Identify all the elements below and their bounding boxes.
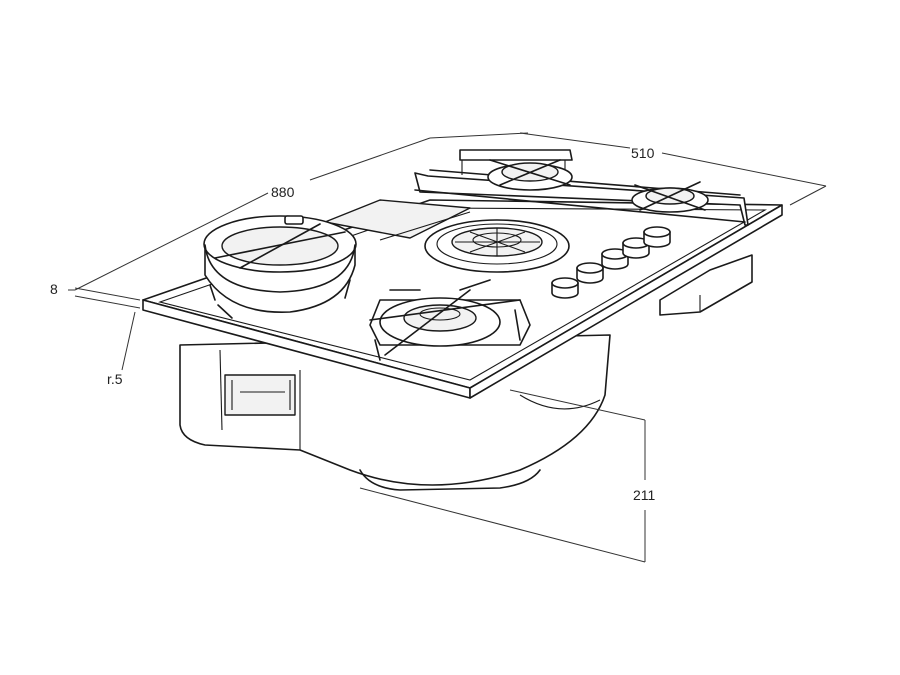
knob-2 (576, 262, 604, 284)
radius-label: r.5 (107, 371, 123, 387)
depth-label: 510 (631, 145, 655, 161)
knob-1 (551, 277, 579, 299)
wok-burner (203, 215, 357, 319)
front-burner (369, 279, 531, 361)
right-side-box (659, 254, 753, 316)
height-label: 211 (633, 487, 656, 503)
dimension-labels: 880 510 211 8 r.5 (50, 145, 656, 503)
knob-4 (622, 237, 650, 259)
griddle-plate (324, 199, 471, 241)
center-burner (424, 219, 570, 273)
rear-right-burner (631, 181, 709, 213)
knob-3 (601, 248, 629, 270)
dimension-lines (68, 132, 827, 563)
thickness-label: 8 (50, 281, 58, 297)
width-label: 880 (271, 184, 295, 200)
knob-5 (643, 226, 671, 248)
rear-left-burner (487, 159, 573, 191)
control-knobs (551, 226, 671, 299)
